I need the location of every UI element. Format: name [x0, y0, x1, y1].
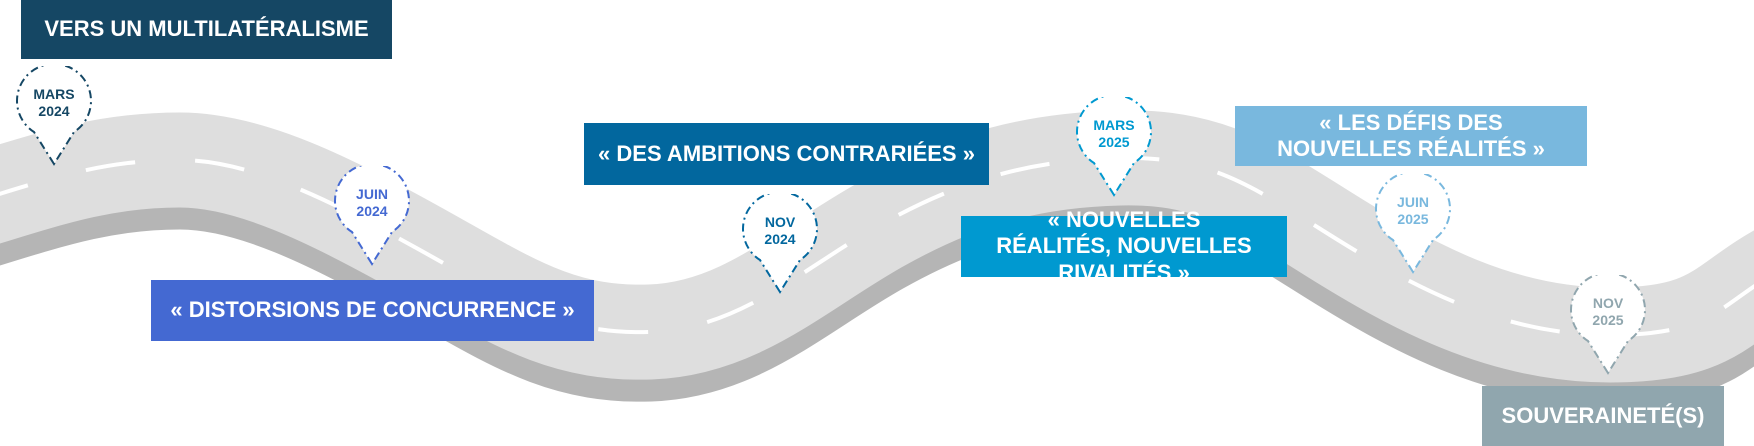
map-pin-icon — [16, 66, 92, 166]
pin-month: NOV — [764, 214, 796, 230]
pin-year: 2025 — [1592, 312, 1624, 328]
pin-month: NOV — [1592, 295, 1624, 311]
map-pin-icon — [334, 166, 410, 266]
pin-month: JUIN — [356, 186, 388, 202]
road-surface — [0, 110, 1754, 383]
pin-year: 2024 — [356, 203, 388, 219]
pin-year: 2025 — [1098, 134, 1130, 150]
milestone-title-multilateralisme: VERS UN MULTILATÉRALISME — [21, 0, 392, 59]
milestone-title-ambitions: « DES AMBITIONS CONTRARIÉES » — [584, 123, 989, 185]
milestone-title-defis: « LES DÉFIS DES NOUVELLES RÉALITÉS » — [1235, 106, 1587, 166]
pin-month: JUIN — [1397, 194, 1429, 210]
pin-year: 2024 — [764, 231, 796, 247]
map-pin-icon — [742, 194, 818, 294]
pin-year: 2025 — [1397, 211, 1429, 227]
milestone-title-souverainete: SOUVERAINETÉ(S) — [1482, 386, 1724, 446]
map-pin-icon — [1375, 174, 1451, 274]
pin-year: 2024 — [38, 103, 70, 119]
map-pin-icon — [1570, 275, 1646, 375]
milestone-title-distorsions: « DISTORSIONS DE CONCURRENCE » — [151, 280, 594, 341]
map-pin-icon — [1076, 97, 1152, 197]
pin-month: MARS — [1093, 117, 1135, 133]
pin-month: MARS — [33, 86, 75, 102]
milestone-title-nouvelles-realites: « NOUVELLES RÉALITÉS, NOUVELLES RIVALITÉ… — [961, 207, 1287, 285]
